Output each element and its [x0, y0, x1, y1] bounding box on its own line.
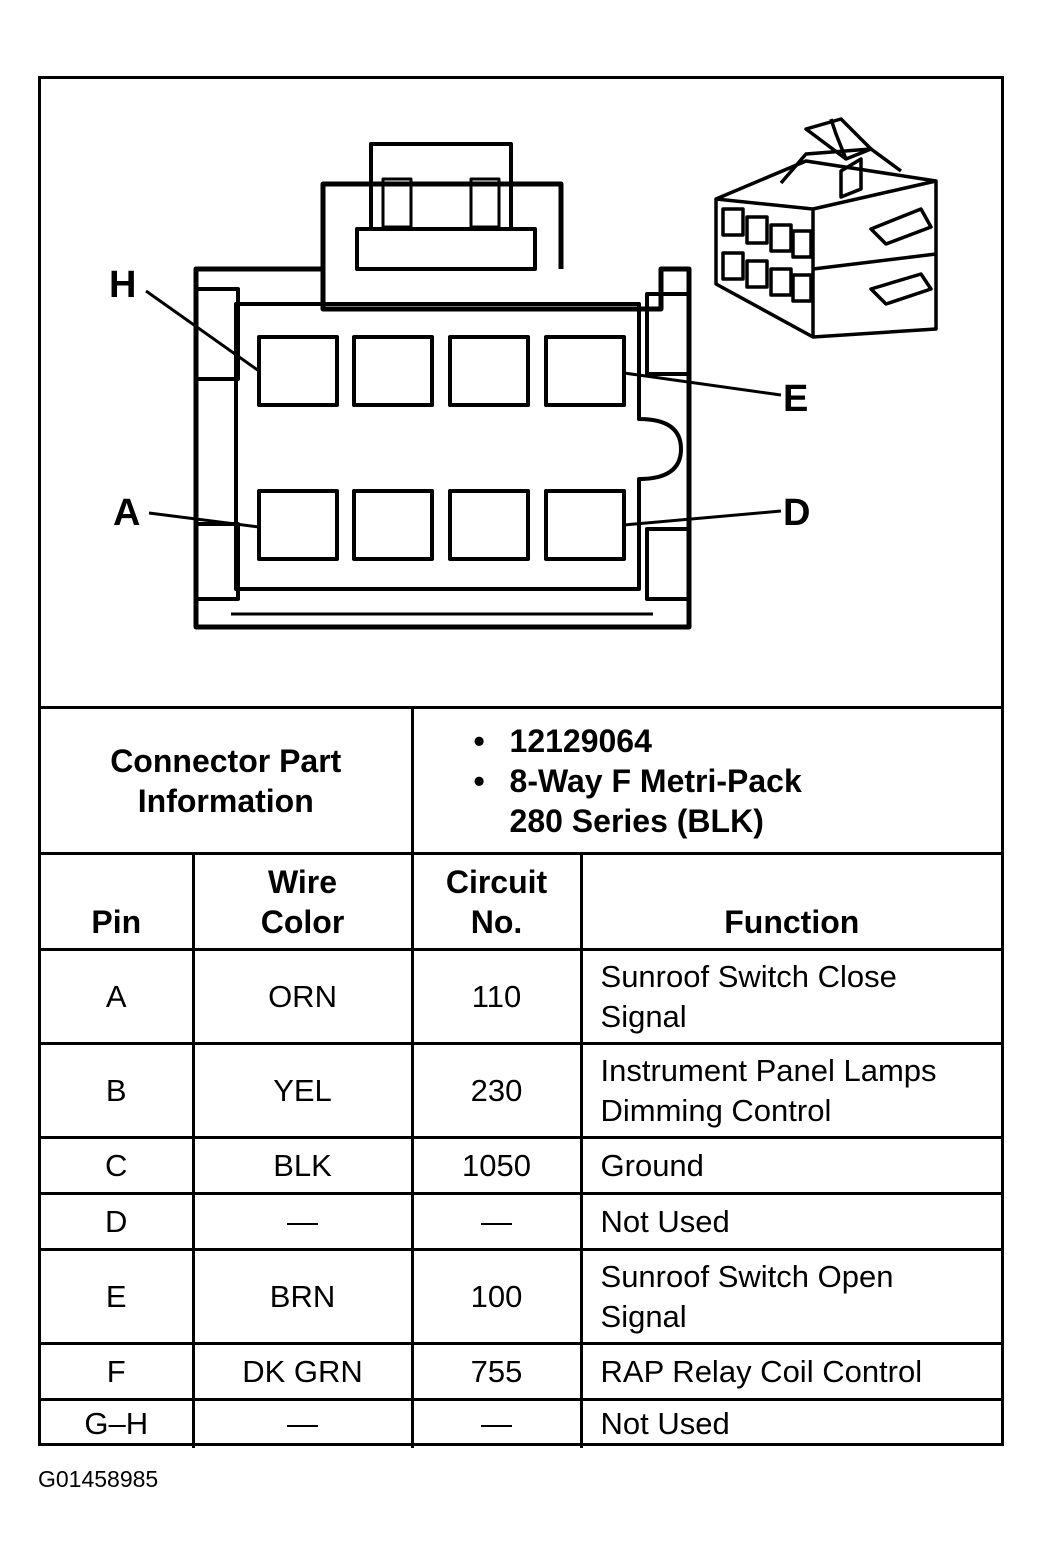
table-row: G–H — — Not Used	[41, 1398, 1002, 1448]
table-row: F DK GRN 755 RAP Relay Coil Control	[41, 1342, 1002, 1400]
connector-part-info-values: 12129064 8-Way F Metri-Pack 280 Series (…	[410, 706, 1002, 854]
table-row: E BRN 100 Sunroof Switch Open Signal	[41, 1248, 1002, 1344]
header-circuit-no: Circuit No.	[410, 852, 582, 950]
cell-wire-color: BRN	[191, 1248, 413, 1344]
table-row: A ORN 110 Sunroof Switch Close Signal	[41, 948, 1002, 1044]
cell-circuit: 100	[410, 1248, 582, 1344]
part-description: 8-Way F Metri-Pack 280 Series (BLK)	[474, 761, 1002, 841]
table-row: C BLK 1050 Ground	[41, 1136, 1002, 1194]
cavity-g	[352, 335, 434, 407]
figure-id: G01458985	[38, 1466, 159, 1492]
left-bottom-tab	[194, 522, 240, 601]
cavity-f	[448, 335, 530, 407]
pin-label-d: D	[783, 492, 810, 534]
cell-function: Not Used	[579, 1192, 1002, 1250]
leader-a	[148, 511, 260, 529]
cell-function: Instrument Panel Lamps Dimming Control	[579, 1042, 1002, 1138]
latch-bar	[355, 227, 537, 271]
cell-circuit: —	[410, 1192, 582, 1250]
cavity-e	[544, 335, 626, 407]
cell-wire-color: BLK	[191, 1136, 413, 1194]
table-row: D — — Not Used	[41, 1192, 1002, 1250]
connector-diagram: H E A D	[109, 117, 938, 630]
cell-function: Not Used	[579, 1398, 1002, 1448]
connector-table: Connector Part Information 12129064 8-Wa…	[41, 706, 1002, 1448]
cell-circuit: 110	[410, 948, 582, 1044]
left-top-tab	[194, 287, 240, 381]
pin-label-a: A	[113, 492, 140, 534]
cavity-c	[448, 489, 530, 561]
top-latch	[320, 181, 564, 269]
table-row: B YEL 230 Instrument Panel Lamps Dimming…	[41, 1042, 1002, 1138]
connector-part-info-row: Connector Part Information 12129064 8-Wa…	[41, 706, 1002, 854]
header-wire-color: Wire Color	[191, 852, 413, 950]
cell-pin: D	[41, 1192, 193, 1250]
connector-part-info-label: Connector Part Information	[41, 706, 413, 854]
cavity-d	[544, 489, 626, 561]
cell-function: Sunroof Switch Close Signal	[579, 948, 1002, 1044]
cell-pin: G–H	[41, 1398, 193, 1448]
cell-function: RAP Relay Coil Control	[579, 1342, 1002, 1400]
cell-circuit: 755	[410, 1342, 582, 1400]
pin-label-h: H	[109, 264, 136, 306]
right-top-tab	[645, 292, 691, 376]
leader-d	[623, 509, 782, 527]
cell-pin: A	[41, 948, 193, 1044]
right-bottom-tab	[645, 527, 691, 601]
cell-pin: F	[41, 1342, 193, 1400]
cavity-a	[257, 489, 339, 561]
cell-circuit: 230	[410, 1042, 582, 1138]
cell-wire-color: ORN	[191, 948, 413, 1044]
diagram-frame: H E A D Connector Part Information 12129…	[38, 76, 1004, 1448]
part-number: 12129064	[474, 721, 1002, 761]
header-pin: Pin	[41, 852, 193, 950]
cell-wire-color: —	[191, 1192, 413, 1250]
cell-function: Sunroof Switch Open Signal	[579, 1248, 1002, 1344]
pin-label-e: E	[783, 378, 808, 420]
connector-shell	[193, 266, 692, 630]
cell-pin: E	[41, 1248, 193, 1344]
cell-circuit: —	[410, 1398, 582, 1448]
cell-wire-color: DK GRN	[191, 1342, 413, 1400]
cell-pin: C	[41, 1136, 193, 1194]
cell-function: Ground	[579, 1136, 1002, 1194]
connector-isometric-view	[714, 117, 938, 339]
connector-face	[234, 302, 683, 591]
cell-pin: B	[41, 1042, 193, 1138]
leader-e	[623, 371, 782, 397]
cell-wire-color: —	[191, 1398, 413, 1448]
cavity-h	[257, 335, 339, 407]
header-function: Function	[579, 852, 1002, 950]
leader-h	[145, 289, 260, 373]
cell-circuit: 1050	[410, 1136, 582, 1194]
cavity-b	[352, 489, 434, 561]
cell-wire-color: YEL	[191, 1042, 413, 1138]
table-header-row: Pin Wire Color Circuit No. Function	[41, 852, 1002, 950]
